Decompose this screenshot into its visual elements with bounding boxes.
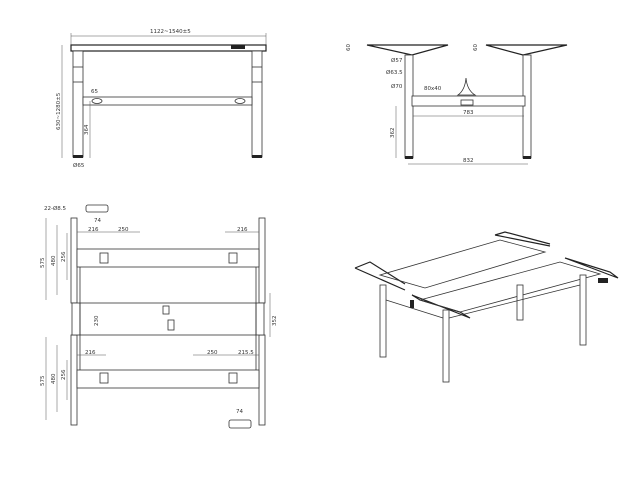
isometric-view <box>354 231 619 383</box>
bottom-right-dim-2: 215.5 <box>238 350 254 356</box>
left-top-bracket <box>366 44 449 56</box>
top-left-dim-1: 216 <box>88 227 99 233</box>
front-beam-height: 364 <box>84 124 90 135</box>
front-height-dim: 630~1280±5 <box>56 92 62 130</box>
bottom-bracket <box>228 419 252 429</box>
side-beam <box>411 95 526 107</box>
left-lower-inner-dim: 256 <box>61 369 67 380</box>
front-beam-offset: 65 <box>91 89 98 95</box>
holes-dim: 22-Ø8.5 <box>44 205 67 212</box>
left-upper-outer-dim: 575 <box>40 257 46 268</box>
tube-3-dim: Ø70 <box>391 83 403 90</box>
side-beam-height: 362 <box>390 128 396 139</box>
right-center-dim: 352 <box>272 316 278 327</box>
top-left-dim-2: 250 <box>118 227 129 233</box>
bracket-bottom-dim: 74 <box>236 409 243 415</box>
side-right-leg <box>522 54 532 159</box>
front-top-frame <box>70 44 267 52</box>
top-right-dim: 216 <box>237 227 248 233</box>
tube-1-dim: Ø57 <box>391 57 403 64</box>
side-view: 60 60 Ø57 Ø63.5 Ø70 80x40 783 362 832 <box>346 44 568 165</box>
bracket-top-dim: 74 <box>94 218 101 224</box>
beam-section-dim: 80x40 <box>424 86 442 92</box>
bottom-left-dim: 216 <box>85 350 96 356</box>
front-width-dim: 1122~1540±5 <box>150 29 191 35</box>
bottom-right-dim-1: 250 <box>207 350 218 356</box>
upper-frame <box>76 248 260 268</box>
left-lower-mid-dim: 480 <box>51 373 57 384</box>
left-upper-inner-dim: 256 <box>61 251 67 262</box>
side-angle-right: 60 <box>473 44 479 51</box>
top-bracket <box>85 204 109 213</box>
control-box <box>231 45 245 49</box>
front-view: 1122~1540±5 630~1280±5 65 364 Ø65 <box>56 29 267 169</box>
center-beam-dim: 230 <box>94 315 100 326</box>
lower-frame <box>76 369 260 389</box>
side-left-leg <box>404 54 414 159</box>
left-upper-mid-dim: 480 <box>51 255 57 266</box>
beam-length-dim: 783 <box>463 110 474 116</box>
right-top-bracket <box>485 44 568 56</box>
front-crossbeam <box>82 96 253 106</box>
top-view: 22-Ø8.5 74 216 250 216 575 480 256 230 3… <box>40 204 278 429</box>
side-angle-left: 60 <box>346 44 352 51</box>
foot-span-dim: 832 <box>463 158 474 164</box>
left-lower-outer-dim: 575 <box>40 375 46 386</box>
tube-2-dim: Ø63.5 <box>386 69 403 76</box>
front-foot-dim: Ø65 <box>73 162 85 169</box>
